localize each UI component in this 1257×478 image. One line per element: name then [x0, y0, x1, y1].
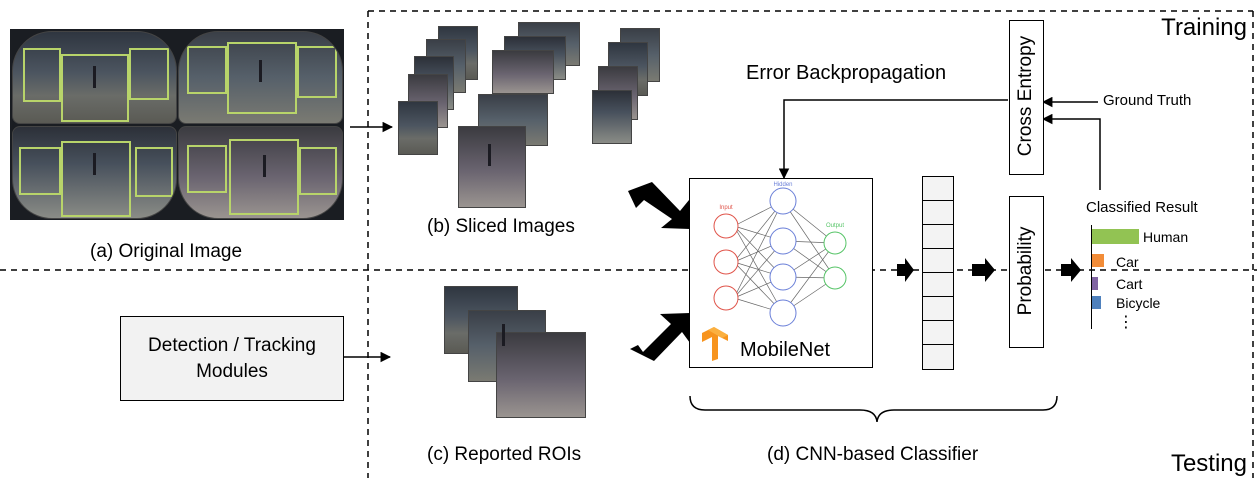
- caption-original-image: (a) Original Image: [90, 241, 243, 262]
- detection-tracking-box: Detection / Tracking Modules: [120, 316, 344, 401]
- testing-label: Testing: [1170, 450, 1247, 477]
- result-label-bicycle: Bicycle: [1116, 295, 1161, 311]
- neural-network-graphic: Input Hidden Output: [713, 182, 847, 327]
- nn-input-label: Input: [719, 205, 733, 211]
- caption-reported-rois: (c) Reported ROIs: [427, 444, 582, 465]
- original-image: [10, 29, 344, 220]
- cross-entropy-box: [1009, 20, 1044, 175]
- ground-truth-label: Ground Truth: [1103, 92, 1192, 109]
- tensorflow-logo-icon: [702, 327, 728, 361]
- caption-cnn-classifier: (d) CNN-based Classifier: [767, 444, 979, 465]
- result-bar-car: [1092, 254, 1104, 267]
- probability-box: [1009, 196, 1044, 348]
- result-label-cart: Cart: [1116, 276, 1143, 292]
- result-ellipsis: ⋮: [1118, 314, 1134, 331]
- block-arrow-rois-to-cnn: [630, 313, 690, 361]
- classifier-brace: [689, 395, 1058, 423]
- camera-view-front: [12, 31, 177, 124]
- block-arrow-cnn-to-features: [897, 258, 914, 282]
- classified-result-axis: [1091, 225, 1092, 329]
- error-backpropagation-label: Error Backpropagation: [746, 62, 947, 84]
- detection-box-line2: Modules: [196, 360, 268, 382]
- camera-view-right: [178, 31, 343, 124]
- sliced-images: [396, 22, 660, 208]
- result-bar-cart: [1092, 277, 1098, 290]
- arrow-backprop: [778, 99, 1008, 180]
- nn-output-label: Output: [826, 223, 844, 229]
- feature-vector: [922, 176, 954, 370]
- result-bar-human: [1092, 229, 1139, 244]
- probability-label: Probability: [1015, 226, 1036, 316]
- training-label: Training: [1161, 14, 1247, 41]
- camera-view-rear: [12, 126, 177, 219]
- result-label-human: Human: [1143, 229, 1189, 245]
- result-label-car: Car: [1116, 254, 1139, 270]
- mobilenet-label: MobileNet: [740, 339, 831, 361]
- detection-box-line1: Detection / Tracking: [148, 334, 316, 356]
- block-arrow-features-to-prob: [972, 258, 995, 282]
- cross-entropy-label: Cross Entropy: [1015, 35, 1036, 157]
- camera-view-left: [178, 126, 343, 219]
- mobilenet-box: Input Hidden Output MobileNet: [689, 178, 873, 368]
- block-arrow-prob-to-result: [1061, 258, 1081, 282]
- reported-rois: [440, 286, 590, 422]
- classified-result-title: Classified Result: [1086, 199, 1198, 216]
- block-arrow-sliced-to-cnn: [628, 182, 690, 229]
- nn-hidden-label: Hidden: [773, 182, 792, 188]
- caption-sliced-images: (b) Sliced Images: [427, 216, 575, 237]
- arrow-result-to-crossentropy: [1041, 113, 1101, 190]
- result-bar-bicycle: [1092, 296, 1101, 309]
